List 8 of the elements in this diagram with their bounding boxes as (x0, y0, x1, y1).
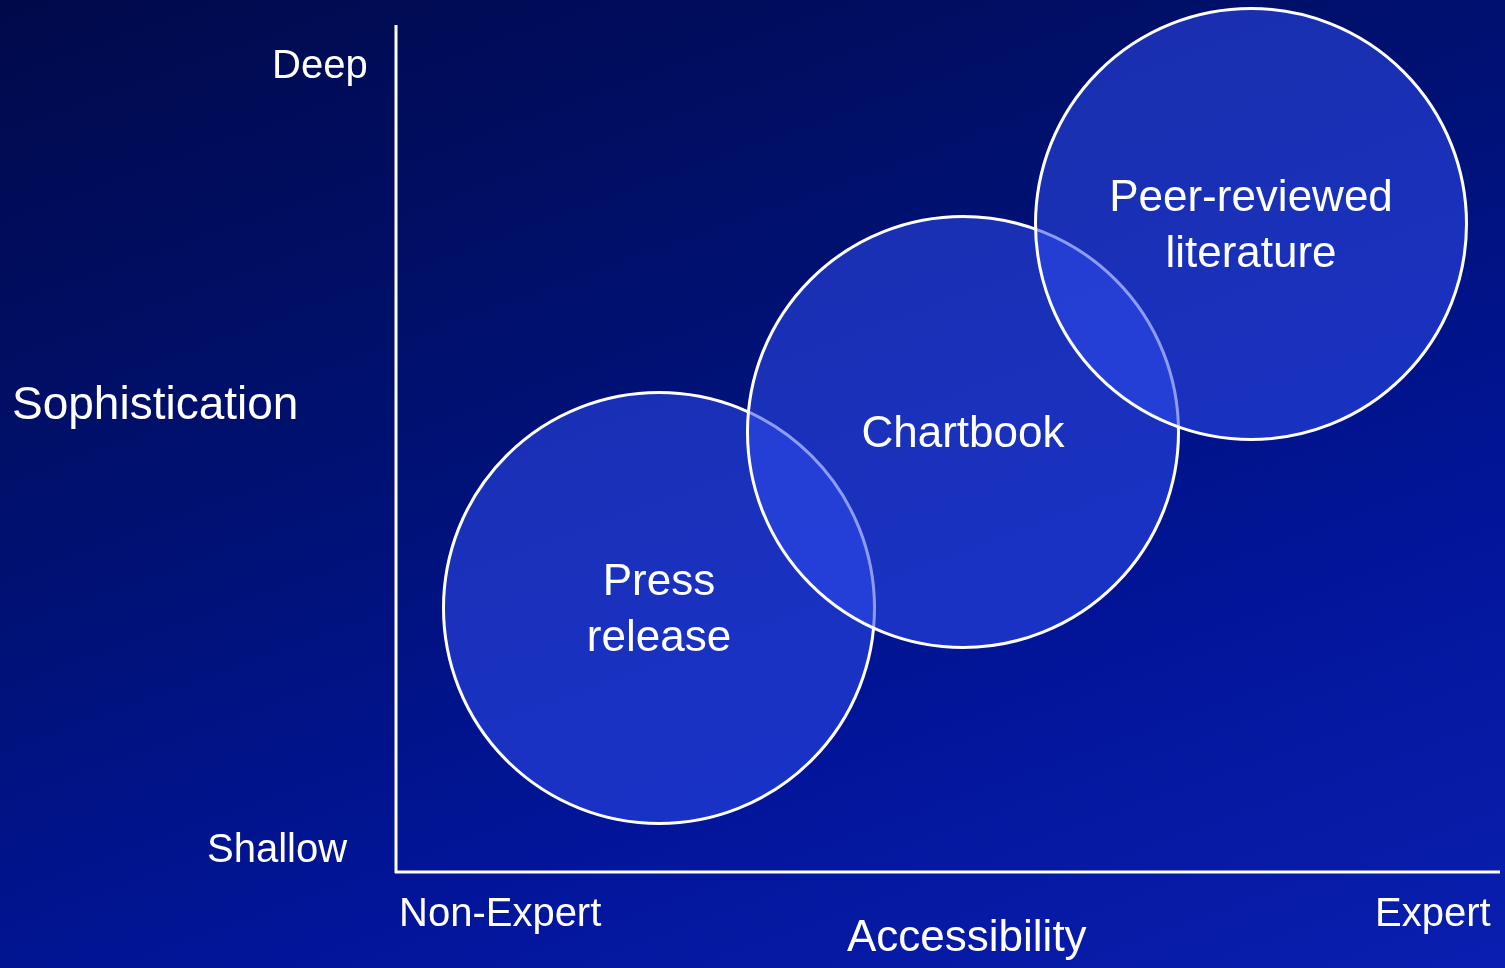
axis-end-label: Deep (272, 44, 368, 84)
axis-end-label: Shallow (207, 828, 348, 868)
axis-end-label: Expert (1375, 892, 1491, 932)
circle-label: Press release (585, 553, 733, 662)
axis-end-label: Non-Expert (399, 892, 602, 932)
axis-title: Accessibility (847, 914, 1087, 958)
circle-label: Chartbook (860, 405, 1066, 458)
circle-label: Peer-reviewed literature (1108, 169, 1394, 278)
